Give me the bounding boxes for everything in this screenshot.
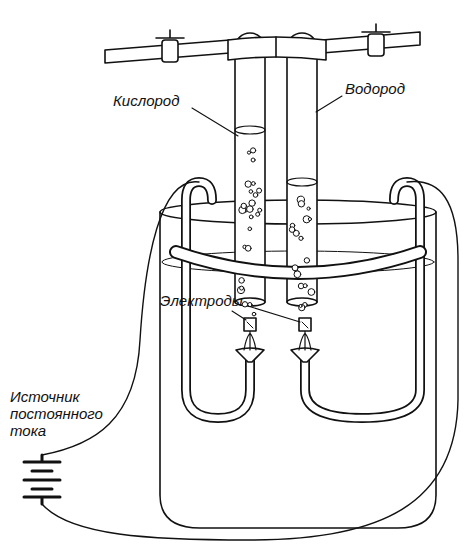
gas-bubble xyxy=(298,201,304,207)
gas-bubble xyxy=(308,289,315,296)
hydrogen-tube xyxy=(287,33,317,302)
gas-bubble xyxy=(245,181,251,187)
gas-bubble xyxy=(251,148,256,153)
gas-bubble xyxy=(299,304,305,310)
gas-bubble xyxy=(289,227,295,233)
clamp-screw xyxy=(162,40,178,62)
gas-bubble xyxy=(242,302,247,307)
gas-bubble xyxy=(304,258,309,263)
clamp-screw xyxy=(368,34,384,56)
gas-bubble xyxy=(239,278,245,284)
meniscus xyxy=(287,178,317,186)
part-label: Источник постоянного тока xyxy=(10,388,128,439)
stand-rod xyxy=(105,40,230,63)
glass-holder xyxy=(176,252,420,273)
clamp-band xyxy=(228,37,326,60)
gas-bubble xyxy=(249,190,253,194)
gas-bubble xyxy=(245,245,251,251)
meniscus xyxy=(235,126,265,134)
gas-bubble xyxy=(299,236,303,240)
gas-bubble xyxy=(240,286,244,290)
leader-line xyxy=(192,108,238,136)
wire xyxy=(42,182,458,540)
gas-bubble xyxy=(249,215,253,219)
clamp-band xyxy=(275,37,277,57)
gas-bubbles xyxy=(237,148,314,316)
battery-symbol xyxy=(24,455,60,504)
gas-bubble xyxy=(251,158,255,162)
gas-bubble xyxy=(294,271,301,278)
gas-bubble xyxy=(303,284,307,288)
gas-bubble xyxy=(253,193,258,198)
gas-bubble xyxy=(308,218,311,221)
part-label: Кислород xyxy=(113,92,179,109)
part-label: Электроды xyxy=(160,292,243,309)
electrode xyxy=(247,322,308,328)
gas-bubble xyxy=(247,151,250,154)
gas-bubble xyxy=(252,312,256,316)
electrode-tube xyxy=(305,182,420,418)
electrode-tube xyxy=(305,182,420,418)
clamp-screw xyxy=(362,24,390,32)
gas-bubble xyxy=(256,212,260,216)
gas-bubble xyxy=(307,207,310,210)
gas-bubble xyxy=(299,305,302,308)
gas-bubble xyxy=(257,188,262,193)
gas-bubble xyxy=(248,227,252,231)
part-label: Водород xyxy=(345,80,405,97)
gas-bubble xyxy=(292,265,298,271)
gas-bubble xyxy=(252,182,256,186)
gas-bubble xyxy=(247,206,254,213)
gas-bubble xyxy=(258,208,262,212)
electrode-wire xyxy=(299,330,311,350)
clamp-screw xyxy=(156,30,184,38)
leader-line xyxy=(316,96,342,112)
electrode-wire xyxy=(244,330,256,350)
glass-holder xyxy=(176,252,420,273)
gas-bubble xyxy=(241,203,246,208)
